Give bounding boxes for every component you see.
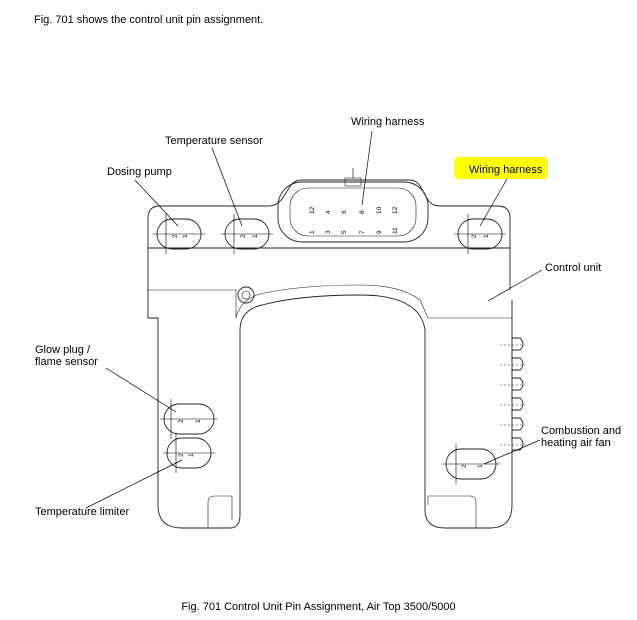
pin-label: 5 <box>341 230 348 234</box>
serrated-edge <box>500 337 525 451</box>
dosing-pump-connector: 2 1 <box>153 214 205 254</box>
label-combustion-line2: heating air fan <box>541 437 611 449</box>
pin-label: 1 <box>477 464 484 468</box>
main-connector <box>277 168 429 243</box>
pin-label: 2 <box>461 464 468 468</box>
pin-label: 6 <box>341 210 348 214</box>
label-wiring-harness-right: Wiring harness <box>469 164 543 176</box>
control-unit-body <box>147 179 513 529</box>
pin-label: 1 <box>182 234 189 238</box>
connector-pin-bottom-row: 1 3 5 7 9 11 <box>309 227 399 234</box>
leader-lines <box>85 130 543 509</box>
label-temperature-sensor: Temperature sensor <box>165 135 263 147</box>
pin-label: 7 <box>359 230 366 234</box>
pin-label: 2 <box>471 234 478 238</box>
label-glow-plug-line2: flame sensor <box>35 356 98 368</box>
pin-label: 1 <box>252 234 259 238</box>
figure-caption: Fig. 701 Control Unit Pin Assignment, Ai… <box>181 601 456 613</box>
pin-label: 3 <box>325 230 332 234</box>
connector-pin-top-row: 12 4 6 8 10 12 <box>309 206 399 214</box>
pin-label: 4 <box>325 210 332 214</box>
pin-label: 8 <box>359 210 366 214</box>
pin-label: 2 <box>178 453 185 457</box>
pin-label: 2 <box>240 234 247 238</box>
label-temperature-limiter: Temperature limiter <box>35 506 129 518</box>
label-glow-plug-line1: Glow plug / <box>35 344 91 356</box>
combustion-fan-connector: 2 1 <box>442 444 500 484</box>
highlight-marker <box>455 157 548 179</box>
temperature-limiter-connector: 2 1 <box>163 433 215 473</box>
glow-plug-connector: 2 1 <box>160 399 218 439</box>
pin-label: 10 <box>376 206 383 214</box>
pin-label: 9 <box>376 230 383 234</box>
pin-label: 11 <box>392 227 399 234</box>
label-control-unit: Control unit <box>545 262 601 274</box>
intro-text: Fig. 701 shows the control unit pin assi… <box>34 14 264 26</box>
wiring-harness-right-connector: 2 1 <box>454 214 506 254</box>
pin-label: 1 <box>309 230 316 234</box>
pin-label: 1 <box>195 419 202 423</box>
label-combustion-line1: Combustion and <box>541 425 621 437</box>
pin-label: 12 <box>392 206 399 214</box>
label-dosing-pump: Dosing pump <box>107 166 172 178</box>
temperature-sensor-connector: 2 1 <box>221 214 273 254</box>
pin-label: 1 <box>483 234 490 238</box>
pin-label: 1 <box>188 453 195 457</box>
pin-label: 12 <box>309 206 316 214</box>
pin-label: 2 <box>172 234 179 238</box>
label-wiring-harness-top: Wiring harness <box>351 116 425 128</box>
pin-label: 2 <box>178 419 185 423</box>
